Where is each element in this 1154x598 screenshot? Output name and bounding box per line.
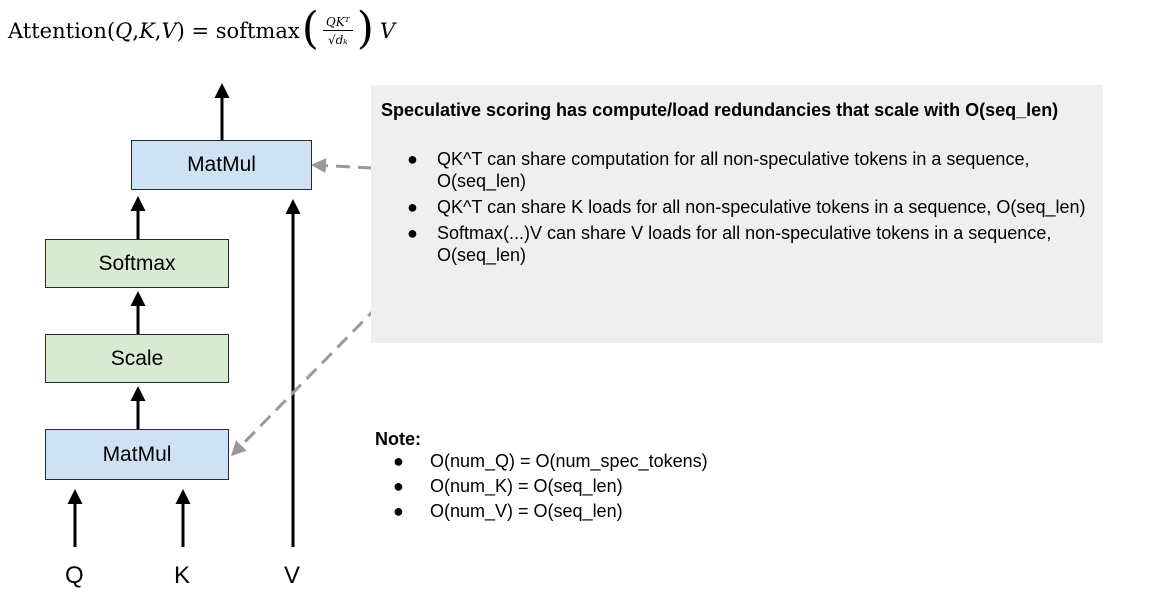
formula-numerator: QKᵀ [322,15,353,31]
formula-softmax: softmax [215,19,300,43]
formula-fraction: QKᵀ √dₖ [322,15,353,47]
panel-title: Speculative scoring has compute/load red… [381,100,1059,120]
formula-close-paren: ) [356,3,374,54]
matmul-top-label: MatMul [187,153,256,176]
formula-comma-1: , [132,19,140,43]
note-title: Note: [375,429,421,449]
note-bullet: ● O(num_V) = O(seq_len) [375,500,795,522]
input-v-label: V [284,562,301,589]
bullet-glyph: ● [407,149,418,169]
scale-box: Scale [45,334,229,383]
matmul-bottom-label: MatMul [102,442,172,466]
bullet-glyph: ● [393,476,404,496]
bullet-glyph: ● [407,223,418,243]
note-section: Note: ● O(num_Q) = O(num_spec_tokens) ● O(… [375,428,795,525]
attention-formula: Attention(Q, K, V) = softmax ( QKᵀ √dₖ )… [8,2,395,60]
formula-lhs: Attention( [8,19,116,43]
input-k-label: K [174,562,191,589]
note-bullet-text: O(num_Q) = O(num_spec_tokens) [430,451,708,471]
panel-bullet: ● QK^T can share computation for all non-… [381,148,1091,192]
softmax-box: Softmax [45,239,229,288]
bullet-glyph: ● [393,501,404,521]
softmax-label: Softmax [98,251,176,275]
input-q-label: Q [65,562,84,589]
formula-equals: = [184,19,216,43]
panel-bullet-text: Softmax(...)V can share V loads for all … [437,223,1052,265]
panel-bullet-text: QK^T can share K loads for all non-specu… [437,197,1086,217]
panel-bullet: ● Softmax(...)V can share V loads for all… [381,222,1091,266]
matmul-top-box: MatMul [131,140,312,190]
matmul-bottom-box: MatMul [45,429,229,480]
panel-bullet-text: QK^T can share computation for all non-s… [437,149,1030,191]
panel-bullet: ● QK^T can share K loads for all non-spec… [381,196,1091,218]
note-bullet: ● O(num_K) = O(seq_len) [375,475,795,497]
formula-k: K [139,19,155,43]
dashed-arrow-to-bottom-matmul [230,304,380,457]
formula-rhs-v: V [379,19,396,43]
formula-denominator: √dₖ [327,33,348,47]
bullet-glyph: ● [407,197,418,217]
formula-open-paren: ( [301,3,319,54]
formula-q: Q [115,19,133,43]
redundancy-callout-panel: Speculative scoring has compute/load red… [371,85,1103,343]
note-bullet-text: O(num_K) = O(seq_len) [430,476,623,496]
formula-comma-2: , [154,19,162,43]
formula-close: ) [176,19,185,43]
scale-label: Scale [110,346,164,370]
note-bullet: ● O(num_Q) = O(num_spec_tokens) [375,450,795,472]
panel-bullet-list: ● QK^T can share computation for all non-… [381,148,1091,266]
formula-v: V [161,19,177,43]
bullet-glyph: ● [393,451,404,471]
note-bullet-text: O(num_V) = O(seq_len) [430,501,623,521]
note-bullet-list: ● O(num_Q) = O(num_spec_tokens) ● O(num_K)… [375,450,795,522]
dashed-arrow-to-top-matmul [311,158,373,174]
